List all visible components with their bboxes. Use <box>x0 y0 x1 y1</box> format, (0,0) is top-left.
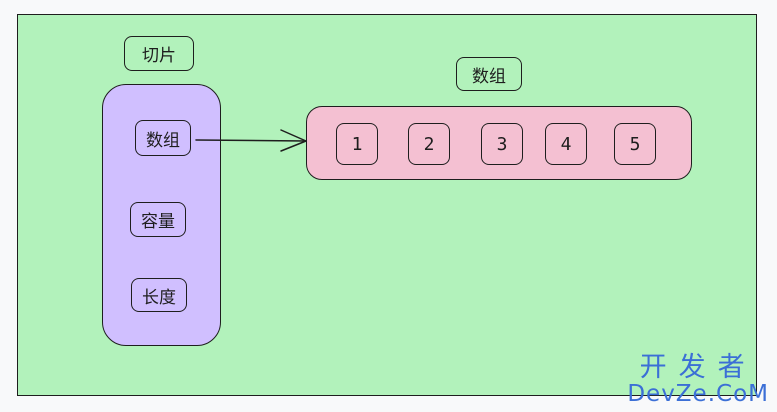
watermark-logo: 开发者 DevZe.CoM <box>627 351 769 407</box>
slice-title: 切片 <box>124 36 194 71</box>
array-cell: 5 <box>614 123 656 165</box>
slice-field-capacity: 容量 <box>130 202 186 237</box>
array-cell: 2 <box>408 123 450 165</box>
array-title: 数组 <box>456 57 522 91</box>
watermark-cn: 开发者 <box>639 351 757 383</box>
watermark-en: DevZe.CoM <box>627 380 769 407</box>
slice-field-length: 长度 <box>131 278 187 312</box>
array-cell: 4 <box>545 123 587 165</box>
array-cell: 1 <box>336 123 378 165</box>
slice-field-array: 数组 <box>135 120 191 156</box>
array-panel <box>306 106 692 180</box>
slice-struct-panel <box>102 84 221 346</box>
array-cell: 3 <box>481 123 523 165</box>
